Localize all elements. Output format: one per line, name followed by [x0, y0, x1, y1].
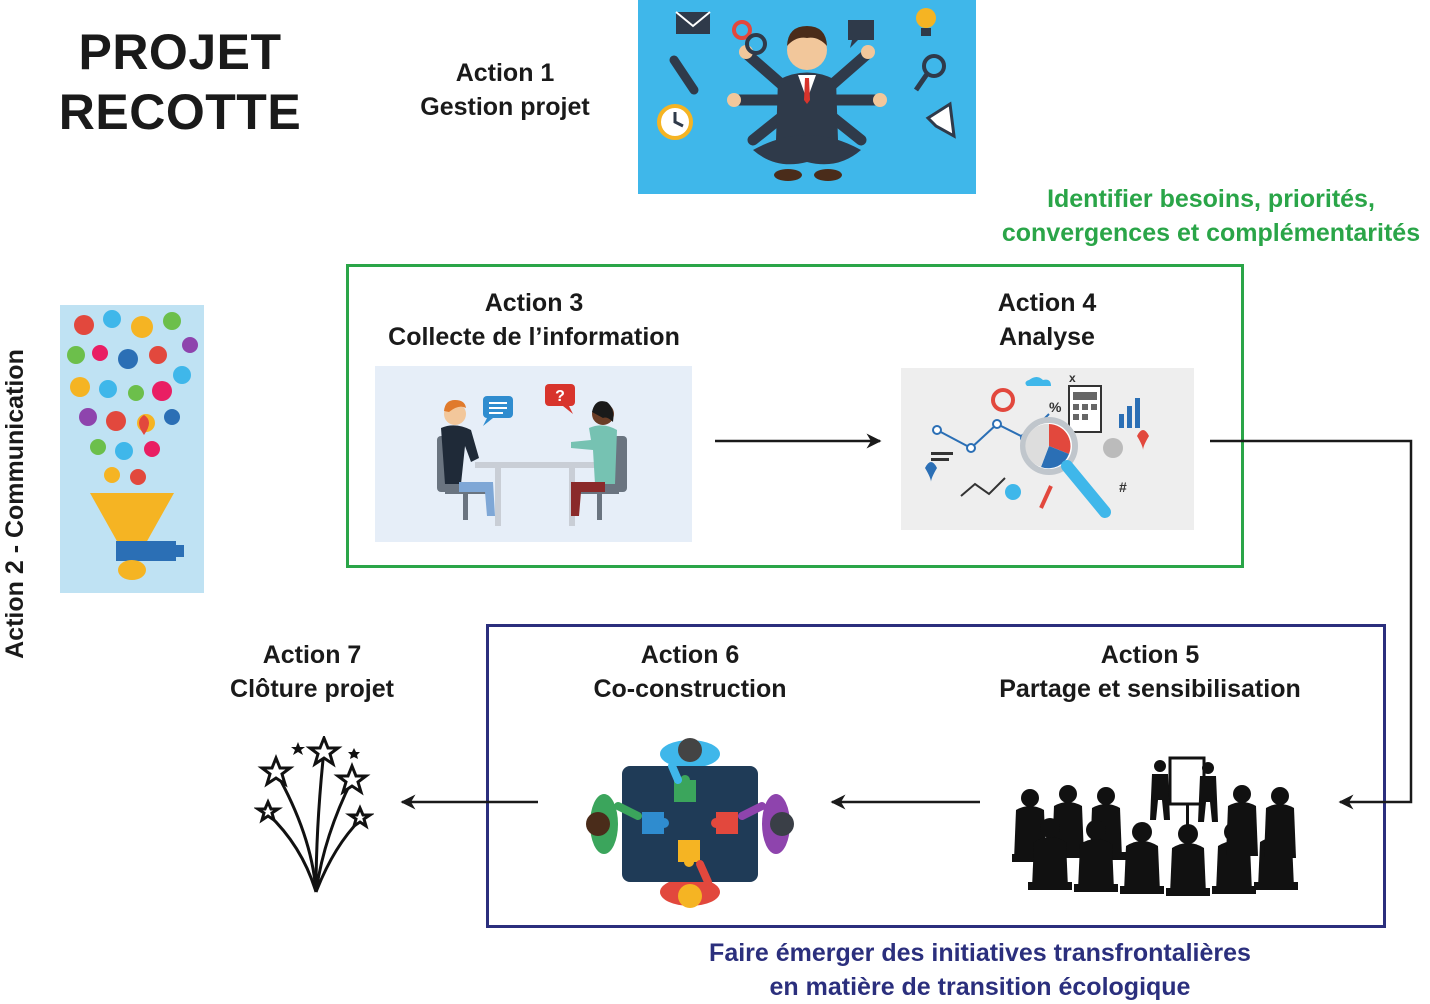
title-line-1: PROJET	[78, 24, 282, 80]
blue-goal-line-1: Faire émerger des initiatives transfront…	[709, 939, 1251, 967]
data-analysis-image: % # x	[901, 368, 1194, 530]
action-5-name: Partage et sensibilisation	[999, 675, 1301, 703]
action-3-number: Action 3	[484, 289, 584, 317]
svg-text:#: #	[1119, 479, 1127, 495]
action-6-label: Action 6 Co-construction	[560, 638, 820, 706]
interview-image: ?	[375, 366, 692, 542]
arrow-action4-to-action5	[1210, 439, 1413, 810]
fireworks-image	[254, 736, 374, 893]
action-6-name: Co-construction	[593, 675, 787, 703]
green-goal-text: Identifier besoins, priorités, convergen…	[986, 182, 1430, 250]
action-4-label: Action 4 Analyse	[900, 286, 1194, 354]
project-title: PROJET RECOTTE	[40, 22, 320, 142]
action-1-name: Gestion projet	[420, 93, 590, 121]
blue-goal-text: Faire émerger des initiatives transfront…	[650, 936, 1310, 1004]
action-7-name: Clôture projet	[230, 675, 394, 703]
svg-text:?: ?	[555, 388, 565, 405]
action-7-number: Action 7	[262, 641, 362, 669]
svg-text:x: x	[1069, 371, 1076, 385]
co-construction-phase-frame	[486, 624, 1386, 928]
analysis-phase-frame	[346, 264, 1244, 568]
action-5-number: Action 5	[1100, 641, 1200, 669]
collaboration-puzzle-image	[586, 738, 794, 908]
action-5-label: Action 5 Partage et sensibilisation	[960, 638, 1340, 706]
action-3-name: Collecte de l’information	[388, 323, 680, 351]
action-3-label: Action 3 Collecte de l’information	[370, 286, 698, 354]
action-7-label: Action 7 Clôture projet	[200, 638, 424, 706]
action-6-number: Action 6	[640, 641, 740, 669]
svg-text:%: %	[1049, 399, 1062, 415]
green-goal-line-2: convergences et complémentarités	[1001, 219, 1421, 247]
action-4-number: Action 4	[997, 289, 1097, 317]
presentation-audience-image	[1012, 756, 1298, 896]
communication-megaphone-image	[60, 305, 204, 593]
action-1-label: Action 1 Gestion projet	[380, 56, 630, 124]
blue-goal-line-2: en matière de transition écologique	[769, 973, 1191, 1001]
green-goal-line-1: Identifier besoins, priorités,	[1047, 185, 1375, 213]
action-1-number: Action 1	[455, 59, 555, 87]
multitasking-manager-image	[638, 0, 976, 194]
title-line-2: RECOTTE	[58, 84, 302, 140]
action-4-name: Analyse	[999, 323, 1095, 351]
